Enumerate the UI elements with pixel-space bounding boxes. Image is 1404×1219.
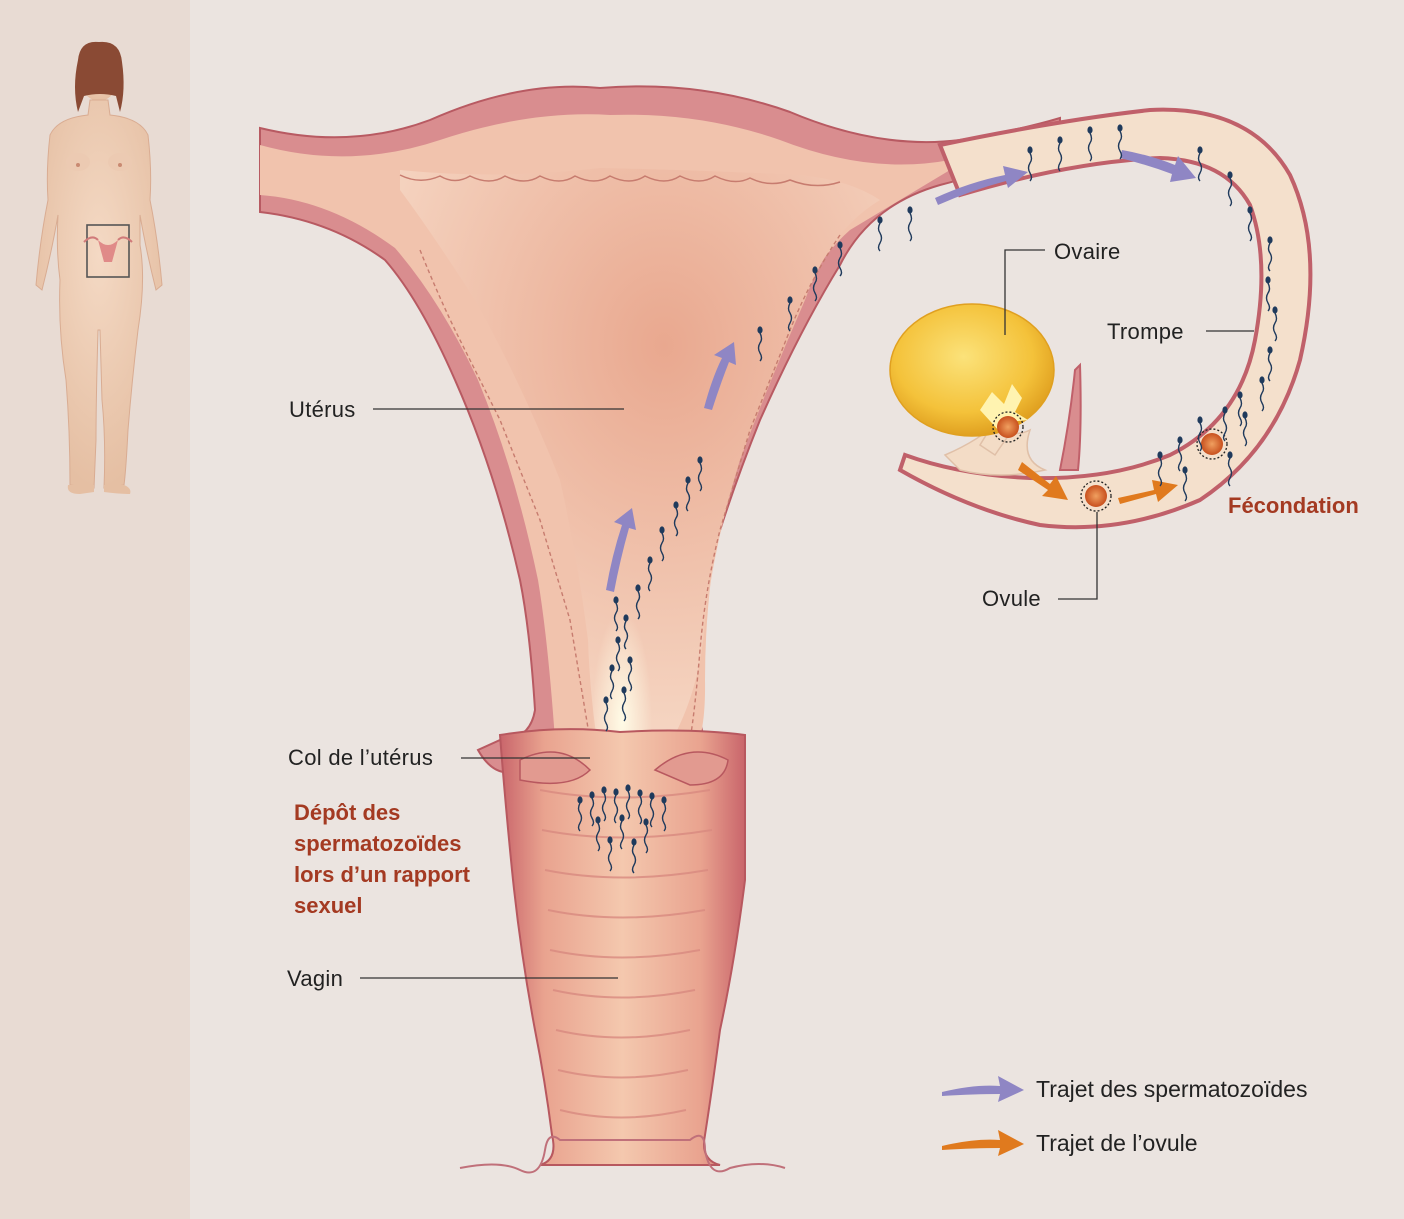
spermatozoon bbox=[1227, 451, 1233, 487]
vagina bbox=[498, 728, 746, 1166]
sperm-deposit-line-4: sexuel bbox=[294, 893, 363, 918]
spermatozoon bbox=[649, 792, 655, 828]
spermatozoon bbox=[673, 501, 679, 537]
spermatozoon bbox=[595, 816, 601, 852]
spermatozoon bbox=[1265, 276, 1271, 312]
spermatozoon bbox=[615, 636, 621, 672]
label-ovary: Ovaire bbox=[1054, 239, 1121, 264]
spermatozoon bbox=[1259, 376, 1265, 412]
spermatozoon bbox=[757, 326, 763, 362]
spermatozoon bbox=[1057, 136, 1063, 172]
spermatozoon bbox=[637, 789, 643, 825]
vulva-outline bbox=[459, 1134, 786, 1174]
spermatozoon bbox=[1197, 416, 1203, 452]
spermatozoon bbox=[1222, 406, 1228, 442]
uterine-cavity bbox=[400, 168, 880, 760]
legend-sperm-label: Trajet des spermatozoïdes bbox=[1036, 1076, 1308, 1102]
label-tube: Trompe bbox=[1107, 319, 1184, 344]
woman-figure bbox=[35, 41, 163, 494]
sperm-deposit-line-1: Dépôt des bbox=[294, 800, 401, 825]
spermatozoon bbox=[621, 686, 627, 722]
spermatozoon bbox=[643, 818, 649, 854]
spermatozoon bbox=[609, 664, 615, 700]
sperm-path-arrows bbox=[606, 150, 1196, 592]
spermatozoon bbox=[1237, 391, 1243, 427]
spermatozoon bbox=[623, 614, 629, 650]
cervix-lip-right bbox=[653, 751, 729, 786]
spermatozoon bbox=[607, 836, 613, 872]
spermatozoon bbox=[577, 796, 583, 832]
fallopian-tube bbox=[897, 107, 1313, 530]
ovum-in-tube bbox=[1080, 480, 1112, 512]
label-vagina: Vagin bbox=[287, 966, 344, 991]
spermatozoon bbox=[1267, 236, 1273, 272]
vaginal-rugae bbox=[539, 789, 713, 1119]
spermatozoon bbox=[613, 596, 619, 632]
spermatozoon bbox=[1242, 411, 1248, 447]
spermatozoon bbox=[1177, 436, 1183, 472]
cavity-edge-left bbox=[419, 249, 591, 741]
spermatozoon bbox=[627, 656, 633, 692]
ovum-path-arrows bbox=[1018, 462, 1178, 504]
sperm-deposit-line-2: spermatozoïdes bbox=[294, 831, 462, 856]
spermatozoon bbox=[1227, 171, 1233, 207]
tube-fold bbox=[1058, 362, 1082, 471]
legend-ovum-label: Trajet de l’ovule bbox=[1036, 1130, 1198, 1156]
label-fertilization: Fécondation bbox=[1228, 493, 1359, 518]
spermatozoon bbox=[635, 584, 641, 620]
spermatozoon bbox=[625, 784, 631, 820]
spermatozoon bbox=[619, 814, 625, 850]
legend-ovum-arrow bbox=[942, 1130, 1024, 1156]
ovum-at-ovary bbox=[992, 411, 1024, 443]
label-sperm-deposit: Dépôt des spermatozoïdes lors d’un rappo… bbox=[294, 797, 470, 921]
spermatozoon bbox=[631, 838, 637, 874]
spermatozoon bbox=[603, 696, 609, 732]
spermatozoon bbox=[613, 788, 619, 824]
spermatozoon bbox=[1272, 306, 1278, 342]
cavity-edge-right bbox=[689, 234, 841, 741]
label-uterus: Utérus bbox=[289, 397, 356, 422]
spermatozoon bbox=[697, 456, 703, 492]
spermatozoon bbox=[589, 791, 595, 827]
spermatozoon bbox=[907, 206, 913, 242]
leader-lines bbox=[360, 249, 1254, 979]
spermatozoon bbox=[647, 556, 653, 592]
label-cervix: Col de l’utérus bbox=[288, 745, 434, 770]
spermatozoon bbox=[1087, 126, 1093, 162]
spermatozoon bbox=[1117, 124, 1123, 160]
spermatozoon bbox=[1267, 346, 1273, 382]
spermatozoon bbox=[601, 786, 607, 822]
spermatozoon bbox=[1247, 206, 1253, 242]
ovary bbox=[889, 303, 1055, 437]
spermatozoon bbox=[787, 296, 793, 332]
spermatozoon bbox=[877, 216, 883, 252]
spermatozoon bbox=[812, 266, 818, 302]
label-ovum: Ovule bbox=[982, 586, 1041, 611]
spermatozoon bbox=[837, 241, 843, 277]
spermatozoon bbox=[1157, 451, 1163, 487]
spermatozoon bbox=[1027, 146, 1033, 182]
spermatozoon bbox=[1197, 146, 1203, 182]
cervix-lip-left bbox=[519, 751, 592, 785]
spermatozoon bbox=[661, 796, 667, 832]
legend-sperm-arrow bbox=[942, 1076, 1024, 1102]
endometrium-fringe bbox=[399, 174, 841, 187]
spermatozoa bbox=[577, 124, 1278, 874]
spermatozoon bbox=[659, 526, 665, 562]
sperm-deposit-line-3: lors d’un rapport bbox=[294, 862, 470, 887]
spermatozoon bbox=[1182, 466, 1188, 502]
spermatozoon bbox=[685, 476, 691, 512]
ovum-fertilized bbox=[1196, 428, 1228, 460]
